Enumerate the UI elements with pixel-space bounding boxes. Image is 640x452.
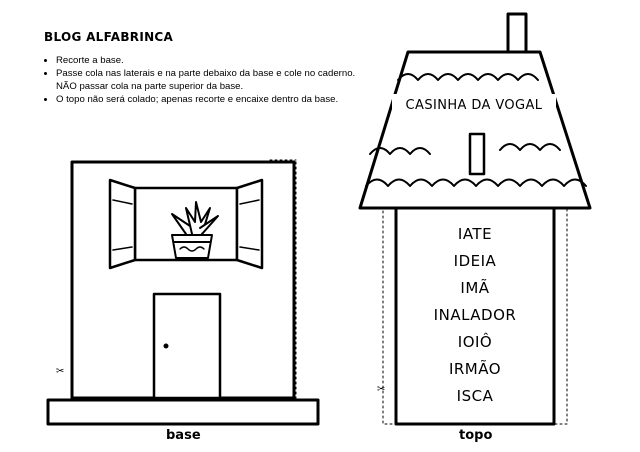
word-item: IDEIA [453,252,497,270]
roof-scallops [365,73,587,187]
plant-pot [171,201,219,259]
right-shutter [235,178,264,270]
roof [358,50,592,210]
instruction-item: O topo não será colado; apenas recorte e… [56,94,378,106]
roof-window [468,132,486,176]
instruction-item: Recorte a base. [56,55,378,67]
word-item: IATE [457,225,493,243]
base-house [46,159,320,426]
caption-base: base [166,428,201,443]
top-house [358,12,592,426]
word-item: ISCA [456,387,494,405]
scissors-icon: ✂ [377,384,386,395]
caption-topo: topo [459,428,493,443]
door-knob [163,343,169,349]
instruction-item: Passe cola nas laterais e na parte debai… [56,68,378,93]
top-body [394,206,556,426]
word-item: INALADOR [433,306,517,324]
blog-title: BLOG ALFABRINCA [44,30,174,44]
word-item: IRMÃO [448,360,502,378]
word-item: IOIÔ [457,333,493,351]
chimney [506,12,528,54]
word-item: IMÃ [460,279,490,297]
base-floor [46,398,320,426]
instructions-list: Recorte a base. Passe cola nas laterais … [40,55,378,108]
left-shutter [108,178,137,270]
roof-title: CASINHA DA VOGAL [405,98,543,113]
scissors-icon: ✂ [56,366,65,377]
